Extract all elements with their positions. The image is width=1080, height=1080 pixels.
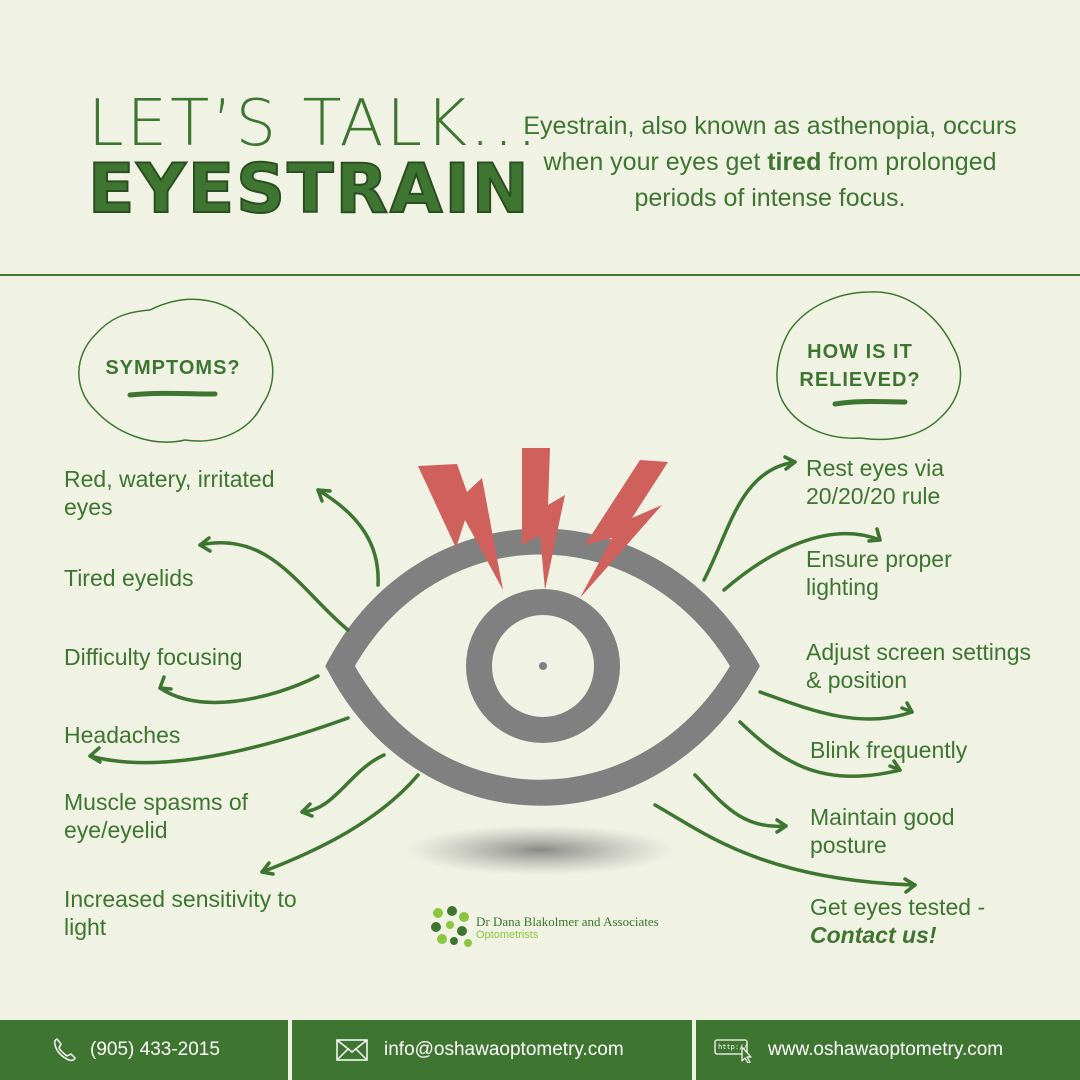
illustration-layer: [78, 291, 962, 894]
phone-icon: [53, 1038, 76, 1062]
symptom-item: Tired eyelids: [64, 565, 194, 591]
lightning-bolt-right: [580, 460, 668, 598]
relief-item: Blink frequently: [810, 737, 968, 763]
intro-pre: Eyestrain, also known as asthenopia, occ…: [523, 112, 1017, 176]
relief-item: Ensure proper lighting: [806, 546, 952, 600]
contact-us-link[interactable]: Contact us!: [810, 922, 937, 948]
eye-shadow: [405, 825, 675, 875]
footer-email[interactable]: info@oshawaoptometry.com: [292, 1020, 692, 1080]
email-address: info@oshawaoptometry.com: [384, 1039, 624, 1060]
lightning-bolt-left: [418, 464, 503, 590]
symptom-item: Muscle spasms of eye/eyelid: [64, 789, 249, 843]
footer-separator: [692, 1020, 696, 1080]
symptom-item: Increased sensitivity to light: [64, 886, 297, 940]
footer-bar: (905) 433-2015 info@oshawaoptometry.com …: [0, 1020, 1080, 1080]
lightning-bolt-center: [522, 448, 565, 590]
eye-pupil: [539, 662, 547, 670]
intro-post: from prolonged periods of intense focus.: [634, 148, 997, 212]
logo-name: Dr Dana Blakolmer and Associates: [476, 914, 659, 929]
logo: Dr Dana Blakolmer and Associates Optomet…: [428, 905, 668, 949]
relief-item: Adjust screen settings & position: [806, 639, 1032, 693]
footer-website[interactable]: http:// www.oshawaoptometry.com: [696, 1020, 1080, 1080]
relief-heading: HOW IS IT RELIEVED?: [780, 338, 940, 394]
relief-arrows: [653, 455, 917, 894]
intro-text: Eyestrain, also known as asthenopia, occ…: [520, 108, 1020, 216]
relief-item-contact-line1: Get eyes tested -: [810, 894, 986, 920]
relief-blob: [776, 291, 962, 441]
relief-heading-line2: RELIEVED?: [799, 369, 921, 391]
browser-cursor-icon: http://: [714, 1037, 756, 1063]
symptoms-blob: [78, 298, 274, 443]
mail-icon: [336, 1039, 368, 1061]
relief-item-contact: Get eyes tested - Contact us!: [810, 893, 1050, 949]
symptom-item: Red, watery, irritated eyes: [64, 466, 275, 520]
relief-underline: [832, 399, 908, 407]
symptom-item: Difficulty focusing: [64, 644, 243, 670]
logo-sub: Optometrists: [476, 929, 539, 941]
eye-outline: [325, 528, 760, 806]
relief-heading-line1: HOW IS IT: [807, 341, 913, 363]
relief-item: Maintain good posture: [810, 804, 955, 858]
title-line-1: LET’S TALK...: [88, 87, 541, 161]
symptom-item: Headaches: [64, 722, 181, 748]
website-url: www.oshawaoptometry.com: [768, 1039, 1004, 1060]
footer-phone[interactable]: (905) 433-2015: [0, 1020, 288, 1080]
title-line-2: EYESTRAIN: [87, 150, 531, 229]
symptoms-underline: [127, 390, 218, 398]
phone-number: (905) 433-2015: [90, 1039, 220, 1060]
url-icon-text: http://: [718, 1043, 748, 1051]
header-divider: [0, 274, 1080, 276]
symptom-arrows: [88, 488, 420, 876]
logo-dots-icon: [431, 906, 472, 947]
relief-item: Rest eyes via 20/20/20 rule: [806, 455, 945, 509]
footer-separator: [288, 1020, 292, 1080]
eye-iris: [466, 589, 620, 743]
symptoms-heading: SYMPTOMS?: [105, 357, 241, 379]
intro-bold: tired: [767, 148, 822, 176]
